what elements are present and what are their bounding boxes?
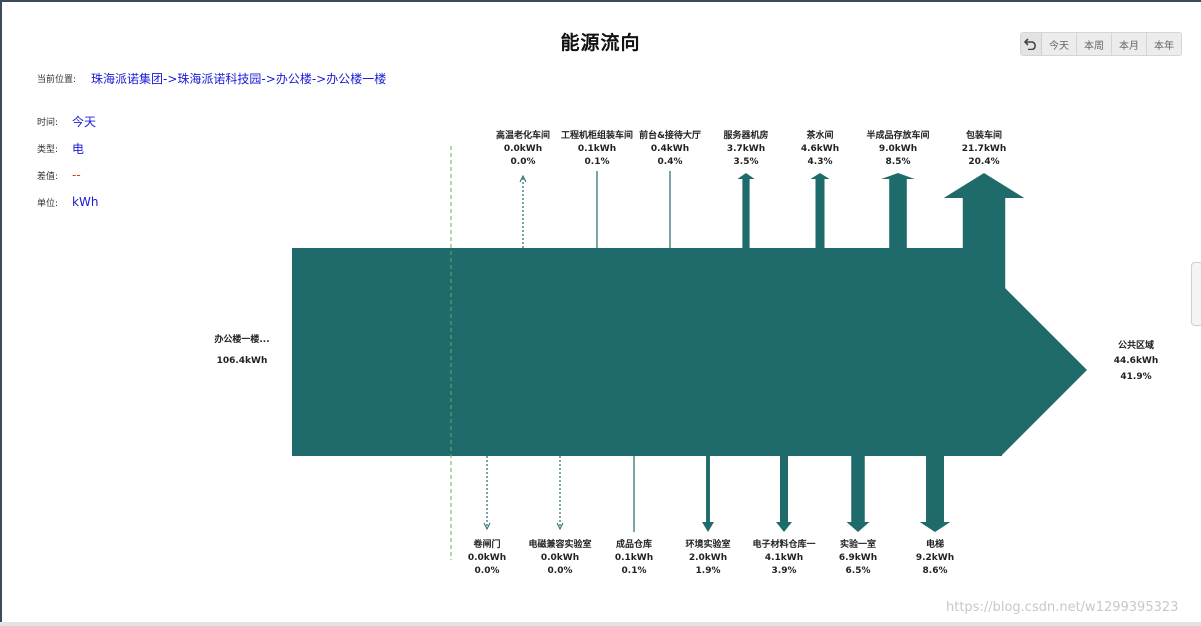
location-row: 当前位置: 珠海派诺集团->珠海派诺科技园->办公楼->办公楼一楼 (37, 70, 386, 87)
info-diff-label: 差值: (37, 171, 59, 182)
branch-percent-bottom-2: 0.1% (622, 566, 647, 576)
branch-value-bottom-5: 6.9kWh (839, 553, 877, 563)
branch-flow-bottom-5 (843, 430, 870, 532)
window-frame-top (0, 0, 1201, 2)
branch-percent-bottom-0: 0.0% (475, 566, 500, 576)
output-percent: 41.9% (1120, 372, 1151, 382)
info-time-row: 时间: 今天 (37, 113, 96, 130)
branch-flow-bottom-3 (698, 452, 714, 532)
info-time-label: 时间: (37, 118, 59, 128)
output-value: 44.6kWh (1114, 356, 1159, 366)
output-name: 公共区域 (1118, 339, 1154, 351)
tab-month[interactable]: 本月 (1112, 33, 1147, 55)
branch-percent-bottom-3: 1.9% (696, 566, 721, 576)
info-type-value: 电 (72, 142, 85, 156)
side-scroll-handle[interactable] (1191, 262, 1201, 326)
branch-value-top-3: 3.7kWh (727, 144, 765, 154)
branch-percent-bottom-5: 6.5% (846, 566, 871, 576)
branch-value-top-2: 0.4kWh (651, 144, 689, 154)
branch-value-bottom-0: 0.0kWh (468, 553, 506, 563)
window-frame-bottom (0, 622, 1201, 626)
info-unit-value: kWh (72, 195, 99, 209)
back-button[interactable] (1021, 33, 1042, 55)
branch-percent-bottom-6: 8.6% (923, 566, 948, 576)
branch-flow-bottom-6 (918, 412, 951, 532)
source-name: 办公楼一楼... (214, 333, 269, 345)
tab-week[interactable]: 本周 (1077, 33, 1112, 55)
source-value: 106.4kWh (217, 356, 268, 366)
time-range-tabs: 今天 本周 本月 本年 (1020, 32, 1182, 56)
branch-name-top-6: 包装车间 (965, 129, 1002, 141)
branch-value-bottom-4: 4.1kWh (765, 553, 803, 563)
branch-flow-top-6 (943, 173, 1025, 325)
branch-name-bottom-4: 电子材料仓库一 (752, 538, 815, 550)
info-unit-label: 单位: (37, 198, 59, 209)
branch-percent-top-1: 0.1% (585, 157, 610, 167)
info-unit-row: 单位: kWh (37, 195, 98, 209)
info-time-value: 今天 (72, 115, 97, 129)
location-breadcrumb[interactable]: 珠海派诺集团->珠海派诺科技园->办公楼->办公楼一楼 (91, 72, 387, 86)
info-diff-value: -- (72, 168, 81, 182)
branch-flow-bottom-4 (771, 444, 793, 532)
info-diff-row: 差值: -- (37, 168, 81, 182)
main-flow-band (292, 248, 1087, 456)
info-type-row: 类型: 电 (37, 140, 84, 157)
branch-percent-top-6: 20.4% (968, 157, 999, 167)
branch-value-bottom-1: 0.0kWh (541, 553, 579, 563)
branch-arrowhead-bottom-0 (483, 522, 491, 531)
tab-year[interactable]: 本年 (1147, 33, 1181, 55)
branch-value-top-5: 9.0kWh (879, 144, 917, 154)
branch-arrowhead-bottom-1 (556, 522, 564, 531)
branch-value-top-4: 4.6kWh (801, 144, 839, 154)
branch-name-bottom-5: 实验一室 (840, 538, 876, 550)
branch-arrowhead-top-0 (519, 174, 527, 183)
branch-value-bottom-6: 9.2kWh (916, 553, 954, 563)
branch-percent-top-4: 4.3% (808, 157, 833, 167)
branch-name-bottom-6: 电梯 (926, 538, 944, 550)
branch-name-top-0: 高温老化车间 (496, 129, 550, 141)
undo-icon (1024, 38, 1036, 50)
branch-name-top-1: 工程机柜组装车间 (561, 129, 633, 141)
page-title: 能源流向 (560, 32, 641, 54)
branch-name-top-3: 服务器机房 (723, 129, 768, 141)
branch-name-top-5: 半成品存放车间 (866, 129, 929, 141)
branch-value-bottom-2: 0.1kWh (615, 553, 653, 563)
branch-value-top-6: 21.7kWh (962, 144, 1007, 154)
branch-value-top-0: 0.0kWh (504, 144, 542, 154)
branch-name-bottom-0: 卷闸门 (472, 538, 500, 550)
branch-name-top-2: 前台&接待大厅 (639, 129, 701, 141)
branch-flow-top-4 (807, 173, 830, 265)
branch-value-top-1: 0.1kWh (578, 144, 616, 154)
branch-name-bottom-2: 成品仓库 (616, 538, 652, 550)
branch-flow-top-3 (734, 173, 755, 256)
branch-percent-bottom-4: 3.9% (772, 566, 797, 576)
branch-flow-top-5 (881, 173, 915, 282)
branch-value-bottom-3: 2.0kWh (689, 553, 727, 563)
branch-percent-top-5: 8.5% (886, 157, 911, 167)
branch-percent-top-2: 0.4% (658, 157, 683, 167)
window-frame-left (0, 0, 2, 626)
branch-percent-bottom-1: 0.0% (548, 566, 573, 576)
branch-percent-top-0: 0.0% (511, 157, 536, 167)
branch-name-bottom-1: 电磁兼容实验室 (528, 538, 591, 550)
branch-percent-top-3: 3.5% (734, 157, 759, 167)
info-type-label: 类型: (37, 145, 59, 155)
tab-today[interactable]: 今天 (1042, 33, 1077, 55)
branch-name-top-4: 茶水间 (805, 129, 833, 141)
watermark: https://blog.csdn.net/w1299395323 (946, 600, 1179, 615)
branch-name-bottom-3: 环境实验室 (685, 538, 730, 550)
location-label: 当前位置: (37, 75, 77, 85)
